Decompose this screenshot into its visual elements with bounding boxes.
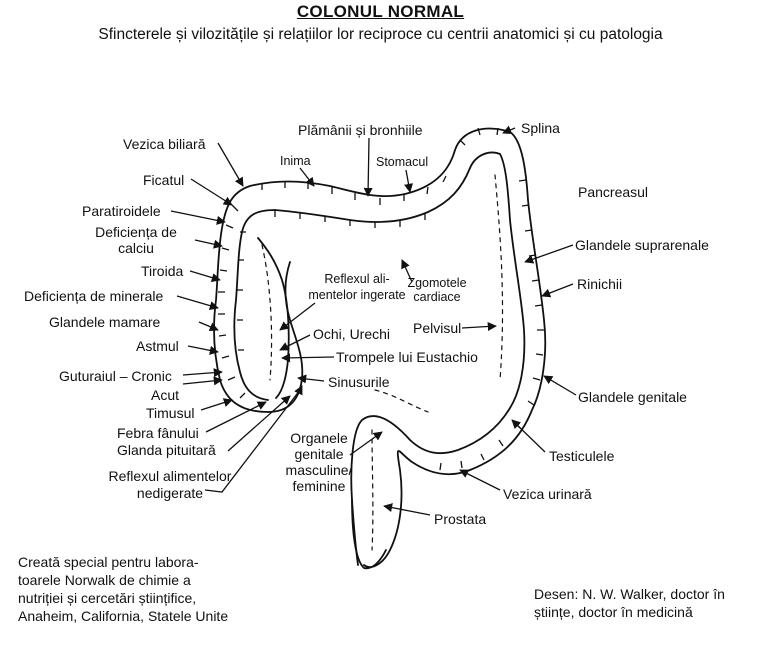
arrow-minerale — [176, 295, 219, 311]
label-organele: Organele genitale masculine/ feminine — [285, 430, 353, 494]
colon-outer-wall — [213, 127, 547, 568]
label-inima: Inima — [280, 154, 311, 168]
footer-credit: Creată special pentru labora- toarele No… — [18, 554, 229, 624]
colon-inner-wall — [233, 151, 526, 566]
arrow-pituitara — [227, 395, 291, 452]
arrow-vezica-urinara — [459, 469, 501, 491]
arrow-plamani — [363, 137, 373, 197]
label-vezica-urinara: Vezica urinară — [503, 486, 592, 502]
arrow-ochi — [279, 334, 311, 351]
label-timusul: Timusul — [146, 405, 195, 421]
page-subtitle: Sfincterele și vilozitățile și relațiilo… — [98, 26, 663, 43]
label-astmul: Astmul — [136, 338, 179, 354]
label-sinusurile: Sinusurile — [328, 374, 390, 390]
label-glandele-genitale: Glandele genitale — [578, 389, 687, 405]
arrow-mamare — [198, 321, 219, 332]
arrow-splina — [502, 125, 516, 135]
label-tiroida: Tiroida — [141, 263, 184, 279]
label-splina: Splina — [521, 120, 560, 136]
label-glanda-pituitara: Glanda pituitară — [117, 442, 216, 458]
label-testiculele: Testiculele — [549, 448, 615, 464]
label-trompele: Trompele lui Eustachio — [336, 349, 478, 365]
arrow-astmul — [187, 345, 219, 355]
label-pelvisul: Pelvisul — [413, 320, 462, 336]
arrow-inima — [299, 167, 315, 187]
label-glandele-mamare: Glandele mamare — [49, 314, 161, 330]
label-paratiroidele: Paratiroidele — [82, 203, 161, 219]
arrow-pelvisul — [461, 321, 497, 332]
arrow-paratiroidele — [170, 210, 226, 225]
label-febra: Febra fânului — [117, 425, 199, 441]
arrow-genitale — [543, 375, 577, 396]
arrow-calciu — [194, 239, 223, 249]
label-ochi: Ochi, Urechi — [313, 326, 391, 342]
arrow-testiculele — [511, 419, 546, 453]
label-glandele-suprarenale: Glandele suprarenale — [575, 237, 709, 253]
sigmoid-wall — [267, 261, 304, 413]
arrow-organele — [349, 431, 383, 456]
label-ficatul: Ficatul — [143, 172, 185, 188]
label-acut: Acut — [151, 387, 180, 403]
label-pancreasul: Pancreasul — [578, 184, 649, 200]
label-vezica-biliara: Vezica biliară — [123, 136, 206, 152]
label-reflexul-nedigerate: Reflexul alimentelor nedigerate — [108, 468, 232, 501]
label-stomacul: Stomacul — [376, 155, 429, 169]
footer-author: Desen: N. W. Walker, doctor în științe, … — [534, 586, 725, 620]
arrow-timusul — [200, 398, 233, 411]
label-reflexul-ingerate: Reflexul ali- mentelor ingerate — [308, 272, 406, 302]
arrow-febra — [205, 401, 267, 433]
label-prostata: Prostata — [434, 511, 487, 527]
page-title: COLONUL NORMAL — [296, 2, 465, 21]
arrow-acut — [182, 376, 223, 386]
arrow-guturaiul — [182, 368, 223, 378]
label-guturaiul: Guturaiul – Cronic — [59, 368, 172, 384]
ascending-inner — [257, 237, 290, 399]
arrow-vezica — [217, 142, 244, 187]
arrow-sinusurile — [297, 374, 325, 384]
arrow-rinichii — [541, 283, 574, 298]
arrow-zgomotele — [401, 259, 413, 283]
arrow-reflex-ingerate — [279, 302, 316, 331]
label-deficienta-minerale: Deficiența de minerale — [24, 288, 164, 304]
arrow-ficatul — [190, 178, 233, 206]
label-rinichii: Rinichii — [577, 276, 623, 292]
arrow-suprarenale — [524, 244, 574, 264]
label-zgomotele: Zgomotele cardiace — [407, 276, 467, 304]
arrow-nedigerate — [204, 389, 301, 493]
arrow-tiroida — [189, 270, 221, 283]
label-plamani: Plămânii și bronhiile — [298, 122, 423, 138]
arrow-prostata — [383, 503, 431, 516]
arrow-stomacul — [404, 169, 414, 193]
arrow-trompele — [281, 353, 335, 363]
label-deficienta-calciu: Deficiența de calciu — [95, 224, 177, 256]
